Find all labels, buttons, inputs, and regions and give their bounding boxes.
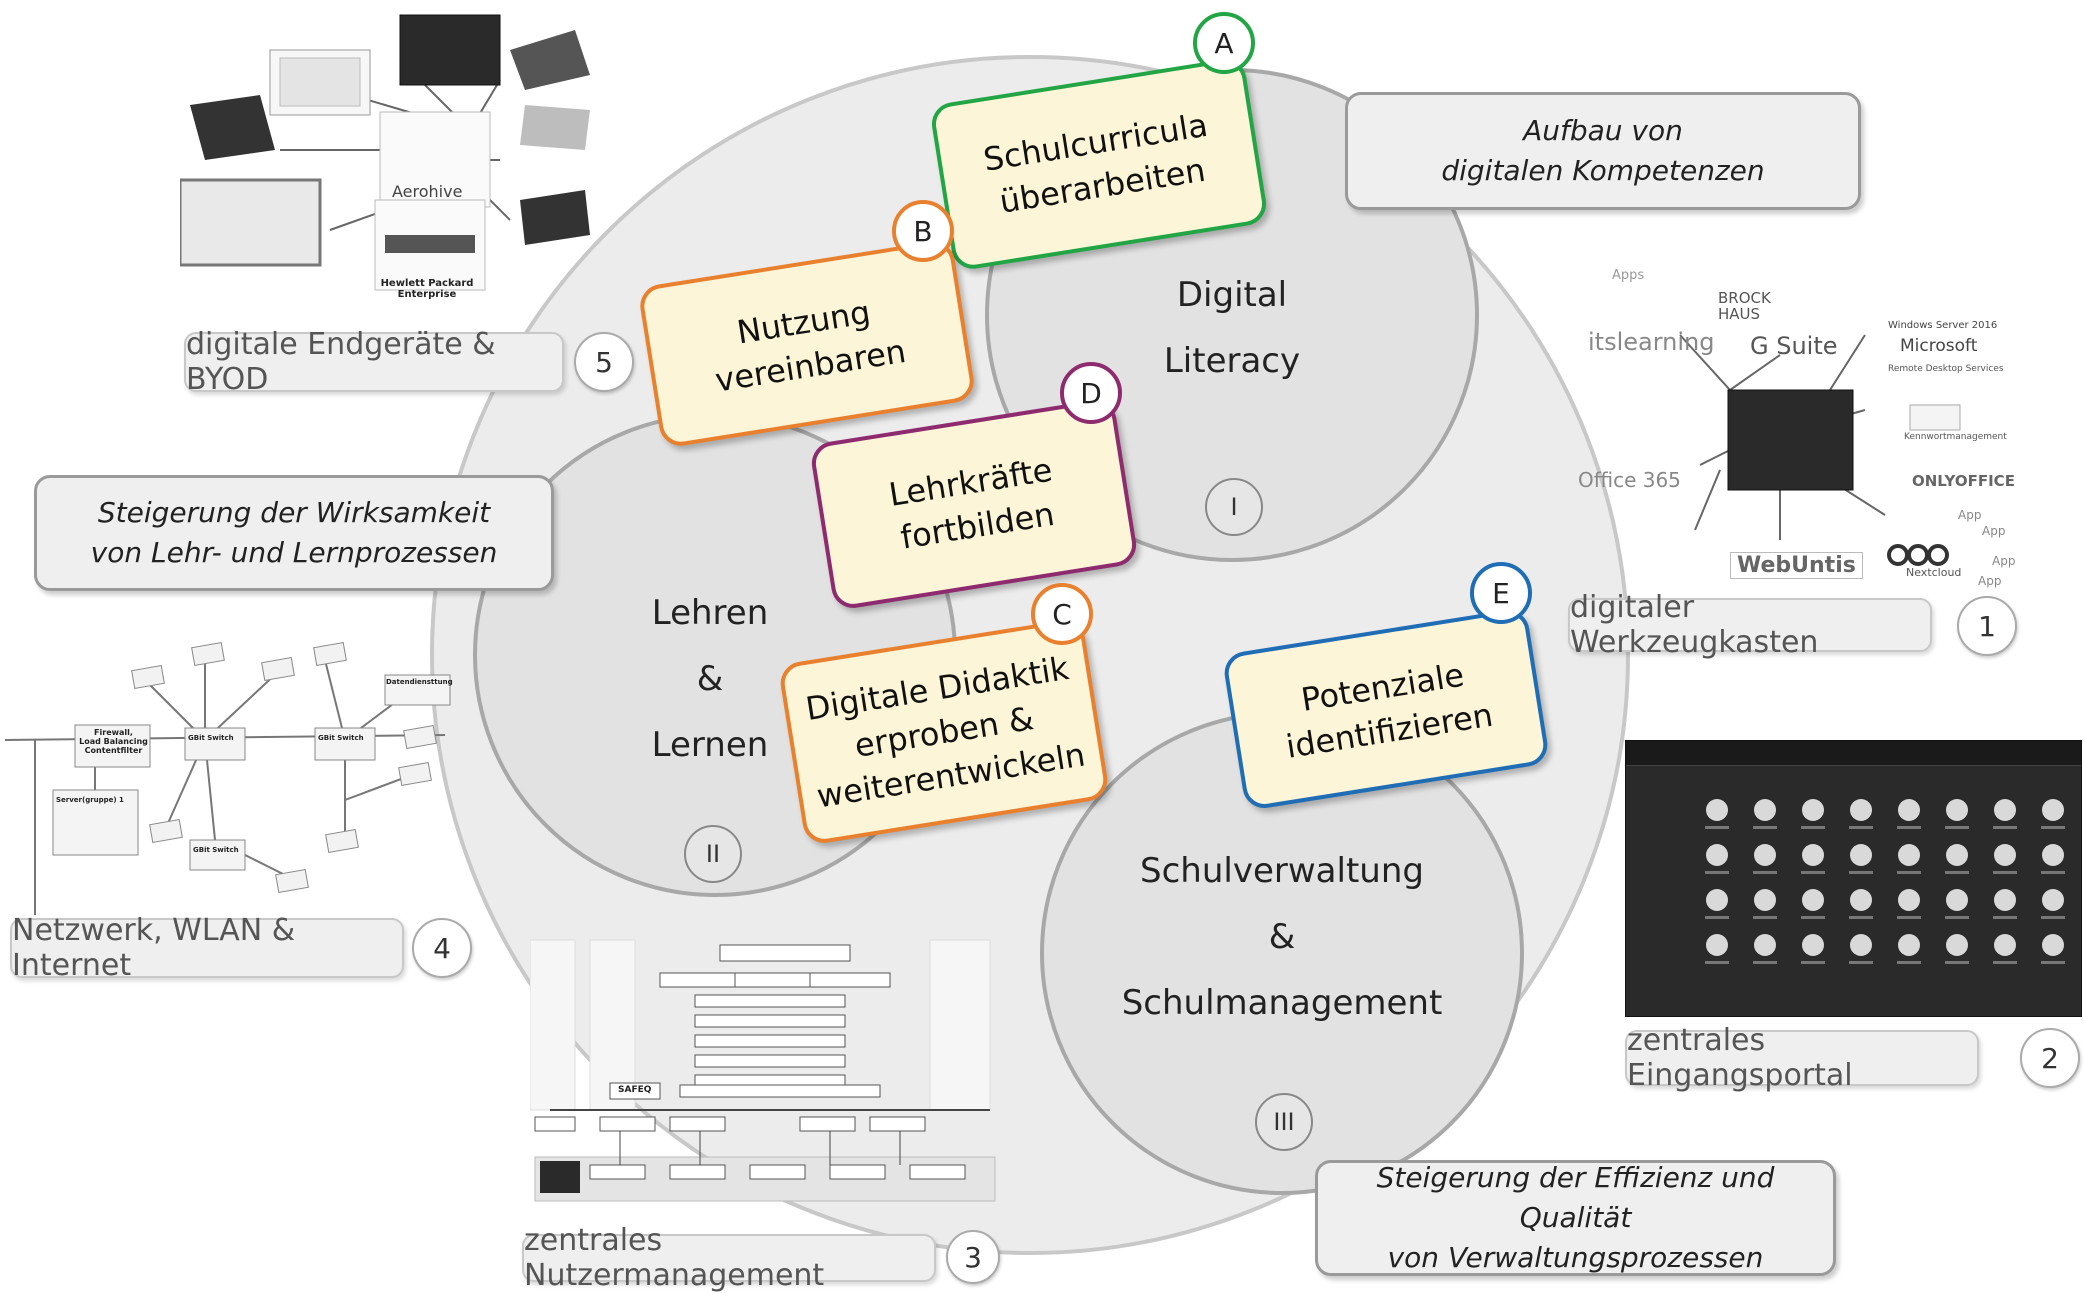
- goal-effectiveness: Steigerung der Wirksamkeit von Lehr- und…: [34, 475, 554, 591]
- wlan-ap-2: [191, 641, 225, 667]
- wlan-ap-6: [398, 761, 432, 787]
- windows-server-label: Windows Server 2016: [1888, 320, 1998, 331]
- measure-letter-c: C: [1031, 583, 1093, 645]
- kennwort-label: Kennwortmanagement: [1904, 432, 2007, 442]
- roman-ii: II: [684, 825, 742, 883]
- label-lehren-lernen: Lehren & Lernen: [651, 593, 769, 765]
- brockhaus-logo: BROCK HAUS: [1718, 289, 1771, 323]
- component-label-2: zentrales Eingangsportal: [1625, 1023, 1979, 1093]
- app-label-1: App: [1958, 508, 1982, 522]
- aerohive-logo: Aerohive: [392, 182, 463, 201]
- app-label-4: App: [1978, 574, 2002, 588]
- office365-logo: Office 365: [1578, 468, 1681, 492]
- webuntis-logo: WebUntis: [1730, 552, 1863, 579]
- component-number-4: 4: [412, 918, 472, 978]
- roman-iii: III: [1255, 1093, 1313, 1151]
- component-label-4: Netzwerk, WLAN & Internet: [10, 913, 404, 983]
- roman-i: I: [1205, 478, 1263, 536]
- onlyoffice-logo: ONLYOFFICE: [1912, 472, 2015, 490]
- nextcloud-logo: Nextcloud: [1906, 566, 1962, 579]
- network-illustration: [5, 641, 451, 915]
- label-digital-literacy: Digital Literacy: [1163, 275, 1301, 381]
- wlan-ap-1: [131, 664, 165, 690]
- portal-app-grid: }: [1705, 799, 2065, 964]
- detect-label: Datendiensttung: [386, 678, 453, 686]
- measure-letter-e: E: [1470, 562, 1532, 624]
- component-label-3: zentrales Nutzermanagement: [522, 1223, 936, 1293]
- switch-label-2: GBit Switch: [318, 734, 364, 742]
- component-number-1: 1: [1957, 596, 2017, 656]
- component-label-1: digitaler Werkzeugkasten: [1568, 590, 1932, 660]
- wlan-ap-5: [403, 724, 437, 750]
- firewall-box: [74, 724, 151, 768]
- switch-box-3: [189, 839, 246, 871]
- wlan-ap-9: [275, 868, 309, 894]
- wlan-ap-3: [261, 656, 295, 682]
- goal-competences: Aufbau von digitalen Kompetenzen: [1345, 92, 1861, 210]
- firewall-label: Firewall, Load Balancing Contentfilter: [79, 728, 148, 755]
- dark-tablet-icon: [399, 14, 501, 86]
- itslearning-logo: itslearning: [1588, 328, 1715, 356]
- measure-letter-a: A: [1193, 12, 1255, 74]
- rds-label: Remote Desktop Services: [1888, 364, 2004, 374]
- notebook-icon: [520, 105, 590, 150]
- safeq-box: [609, 1082, 661, 1100]
- usermgmt-illustration: [530, 939, 996, 1202]
- label-schulverwaltung: Schulverwaltung & Schulmanagement: [1121, 851, 1443, 1023]
- laptop-icon: [190, 95, 275, 160]
- app-label-3: App: [1992, 554, 2016, 568]
- measure-letter-d: D: [1060, 362, 1122, 424]
- switch-box-2: [314, 727, 376, 761]
- wlan-ap-8: [325, 828, 359, 854]
- toolbox-screen-icon: [1727, 389, 1854, 491]
- toolbox-illustration: [1679, 334, 1961, 566]
- app-label-2: App: [1982, 524, 2006, 538]
- hpe-logo: Hewlett Packard Enterprise: [380, 278, 474, 300]
- apps-label: Apps: [1612, 268, 1645, 283]
- server-label: Server(gruppe) 1: [56, 796, 124, 804]
- component-number-2: 2: [2020, 1028, 2080, 1088]
- gsuite-logo: G Suite: [1750, 332, 1838, 360]
- convertible-icon: [510, 30, 590, 90]
- switch-box-1: [184, 727, 246, 761]
- devices-illustration: [180, 14, 590, 291]
- wlan-ap-4: [313, 641, 347, 667]
- component-number-3: 3: [946, 1230, 1000, 1284]
- server-box: [52, 789, 139, 856]
- component-label-5: digitale Endgeräte & BYOD: [184, 327, 564, 397]
- goal-efficiency: Steigerung der Effizienz und Qualität vo…: [1315, 1160, 1836, 1276]
- switch-label-3: GBit Switch: [193, 846, 239, 854]
- wlan-ap-7: [149, 818, 183, 844]
- detect-box: [384, 674, 451, 706]
- safeq-label: SAFEQ: [618, 1085, 652, 1095]
- measure-letter-b: B: [892, 200, 954, 262]
- surface-icon: [520, 190, 590, 245]
- display-icon: [180, 178, 322, 267]
- microsoft-logo: Microsoft: [1900, 336, 1978, 356]
- switch-label-1: GBit Switch: [188, 734, 234, 742]
- component-number-5: 5: [574, 332, 634, 392]
- portal-screenshot: [1625, 740, 2082, 1017]
